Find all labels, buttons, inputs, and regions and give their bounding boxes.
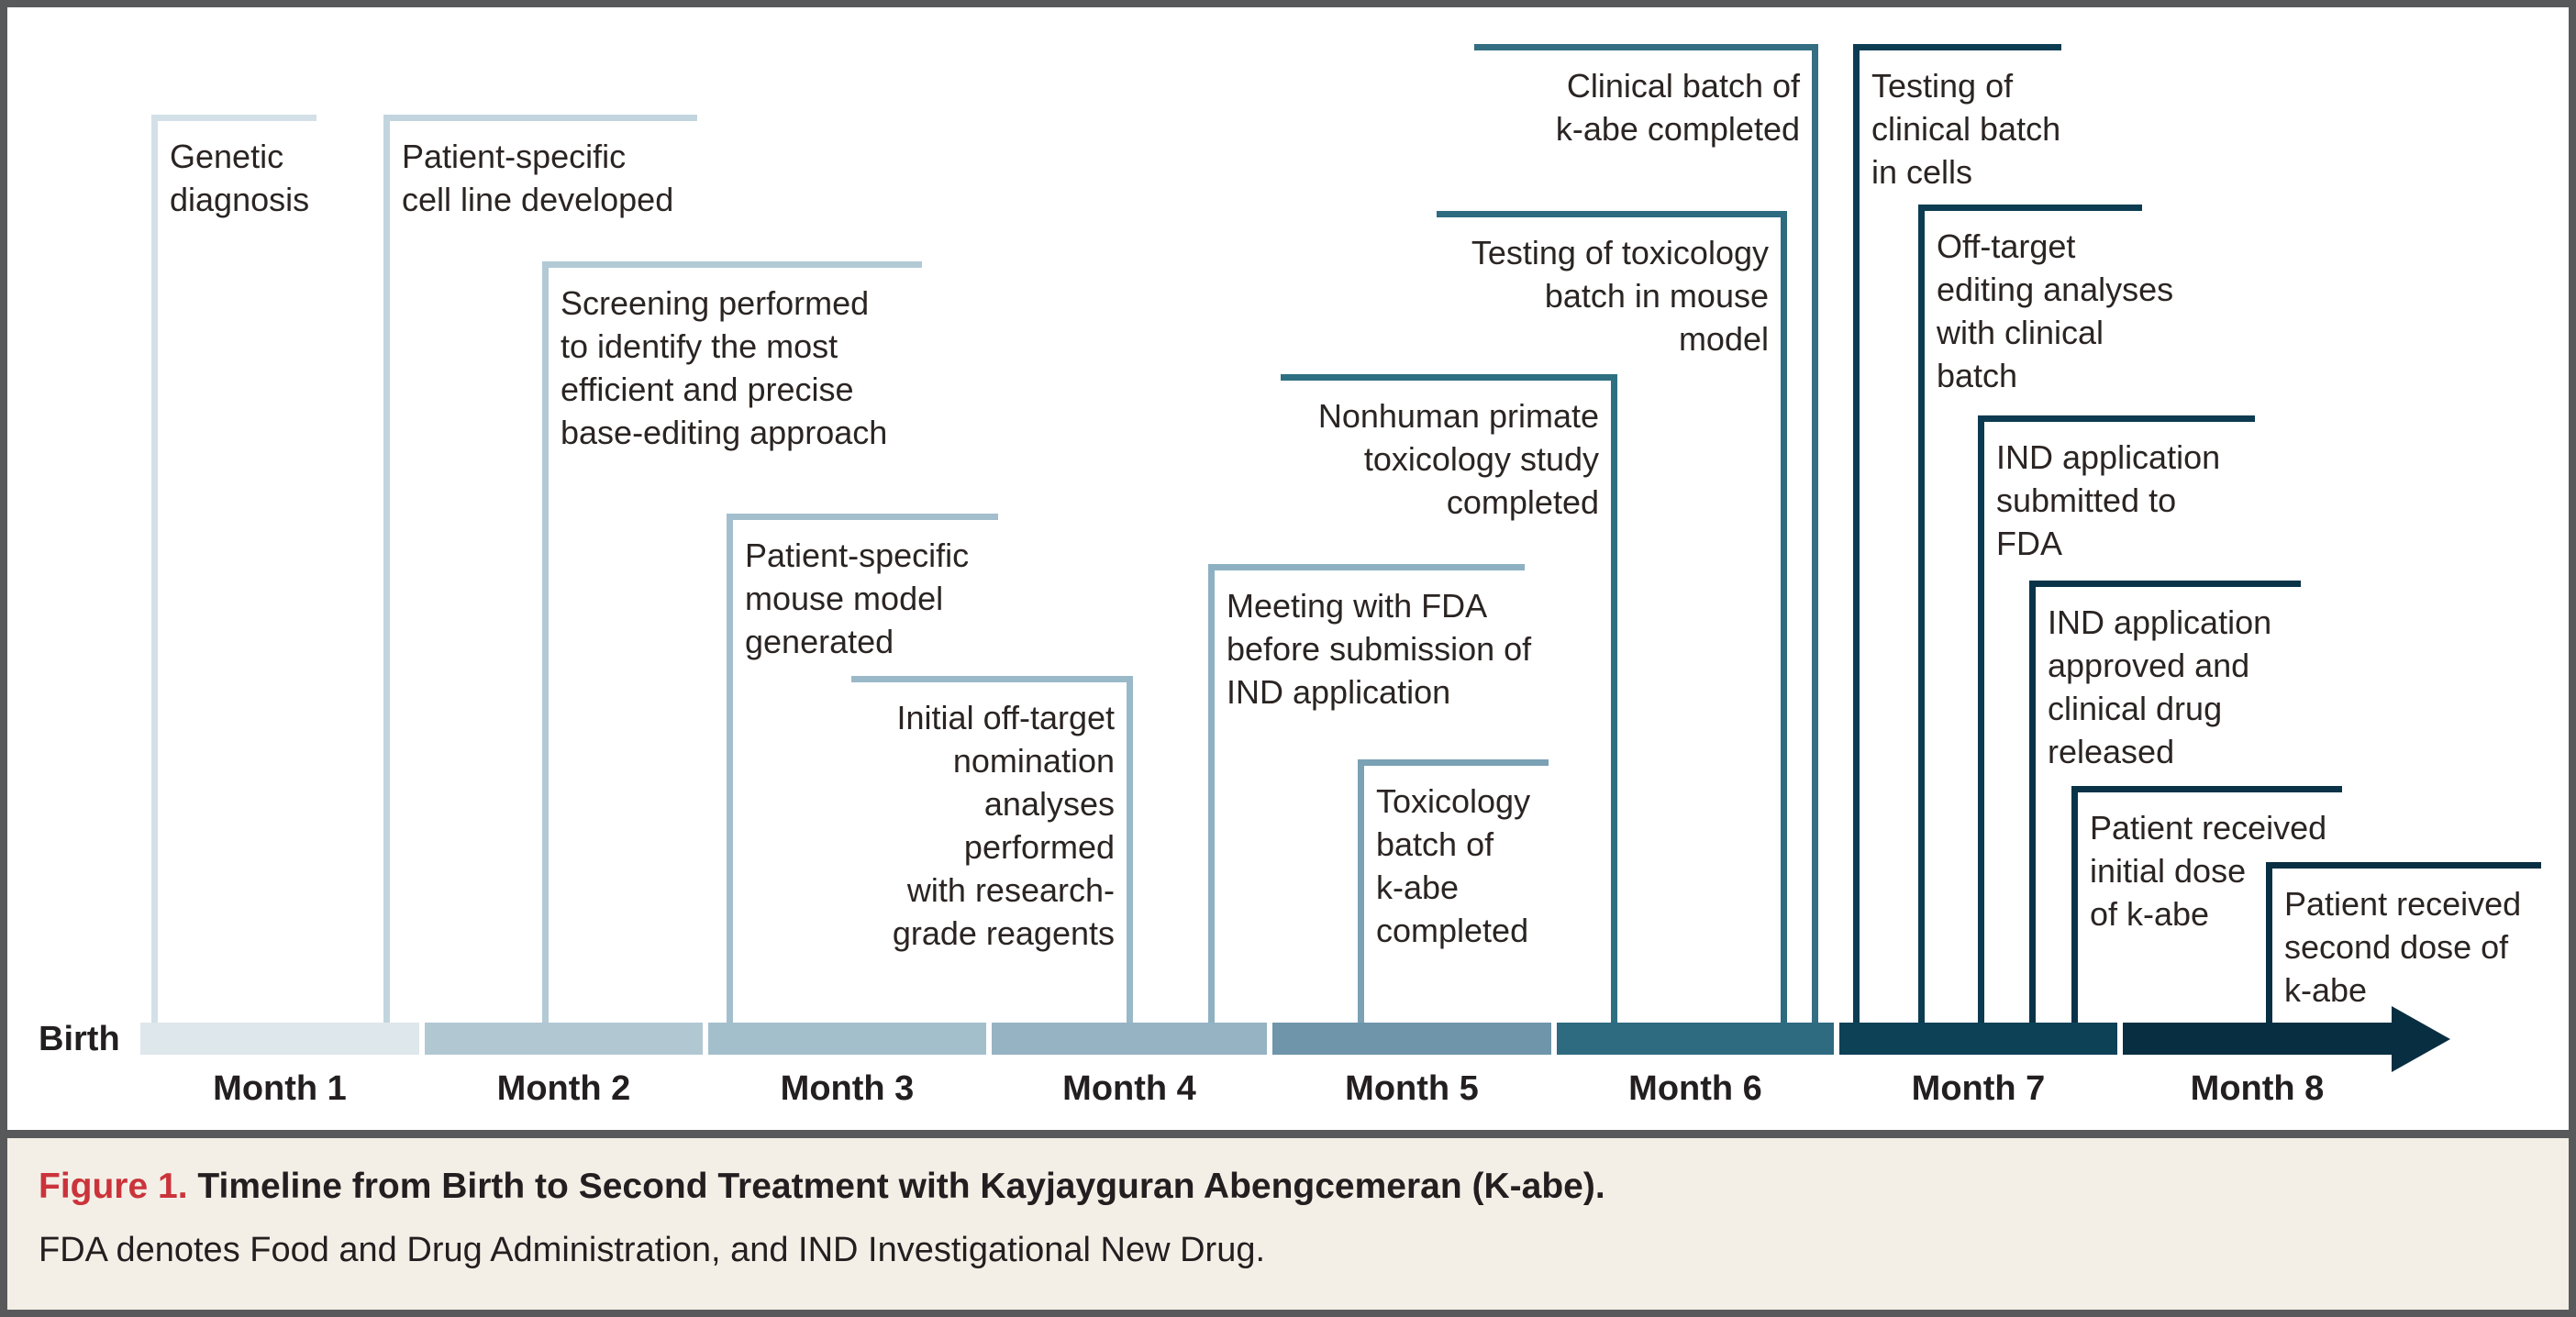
- event-bracket-hline-mouse-model-generated: [727, 514, 998, 520]
- month-segment-3: [708, 1023, 986, 1055]
- month-label-1: Month 1: [213, 1069, 347, 1108]
- event-label-fda-meeting: Meeting with FDA before submission of IN…: [1227, 587, 1532, 711]
- event-label-second-dose: Patient received second dose of k-abe: [2284, 885, 2522, 1009]
- month-segment-2: [425, 1023, 703, 1055]
- month-segment-1: [140, 1023, 419, 1055]
- event-bracket-vline-toxicology-batch-completed: [1358, 759, 1364, 1023]
- event-bracket-hline-ind-submitted: [1978, 415, 2255, 422]
- event-bracket-hline-genetic-diagnosis: [151, 115, 316, 121]
- event-bracket-vline-off-target-editing-analyses: [1918, 205, 1925, 1023]
- event-label-clinical-batch-cell-testing: Testing of clinical batch in cells: [1871, 67, 2061, 191]
- month-segment-8: [2123, 1023, 2392, 1055]
- event-bracket-hline-toxicology-batch-completed: [1358, 759, 1549, 766]
- event-bracket-vline-ind-submitted: [1978, 415, 1984, 1023]
- caption-title: Figure 1. Timeline from Birth to Second …: [39, 1167, 1605, 1207]
- event-bracket-hline-fda-meeting: [1208, 564, 1525, 570]
- event-bracket-vline-genetic-diagnosis: [151, 115, 158, 1023]
- event-label-ind-submitted: IND application submitted to FDA: [1996, 438, 2221, 562]
- month-label-2: Month 2: [496, 1069, 631, 1108]
- event-bracket-vline-mouse-model-generated: [727, 514, 733, 1023]
- caption-separator: [0, 1130, 2576, 1138]
- event-label-clinical-batch-completed: Clinical batch of k-abe completed: [1555, 67, 1800, 148]
- caption-title-text: Timeline from Birth to Second Treatment …: [187, 1167, 1605, 1206]
- month-label-8: Month 8: [2190, 1069, 2325, 1108]
- event-label-ind-approved: IND application approved and clinical dr…: [2048, 603, 2272, 770]
- event-label-cell-line-developed: Patient-specific cell line developed: [402, 138, 674, 218]
- event-bracket-hline-clinical-batch-cell-testing: [1853, 44, 2061, 50]
- event-bracket-vline-screening-base-editing: [542, 261, 549, 1023]
- event-bracket-vline-fda-meeting: [1208, 564, 1215, 1023]
- event-bracket-vline-second-dose: [2266, 862, 2272, 1023]
- event-bracket-vline-ind-approved: [2029, 581, 2036, 1023]
- caption-area: Figure 1. Timeline from Birth to Second …: [0, 1138, 2576, 1317]
- caption-note: FDA denotes Food and Drug Administration…: [39, 1231, 1266, 1269]
- event-bracket-hline-toxicology-batch-mouse-test: [1437, 211, 1787, 217]
- birth-label: Birth: [39, 1020, 120, 1058]
- event-label-toxicology-batch-completed: Toxicology batch of k-abe completed: [1376, 782, 1531, 949]
- month-label-3: Month 3: [780, 1069, 915, 1108]
- event-bracket-vline-cell-line-developed: [383, 115, 390, 1023]
- event-bracket-hline-clinical-batch-completed: [1474, 44, 1818, 50]
- event-bracket-hline-primate-toxicology-completed: [1281, 374, 1617, 381]
- event-bracket-hline-cell-line-developed: [383, 115, 697, 121]
- event-label-toxicology-batch-mouse-test: Testing of toxicology batch in mouse mod…: [1471, 234, 1769, 358]
- event-bracket-vline-clinical-batch-cell-testing: [1853, 44, 1860, 1023]
- month-label-6: Month 6: [1628, 1069, 1762, 1108]
- event-label-initial-off-target-analyses: Initial off-target nomination analyses p…: [892, 699, 1115, 952]
- month-label-5: Month 5: [1345, 1069, 1479, 1108]
- event-bracket-vline-initial-off-target-analyses: [1127, 676, 1133, 1023]
- event-bracket-vline-initial-dose: [2071, 786, 2078, 1023]
- month-segment-6: [1557, 1023, 1834, 1055]
- event-label-screening-base-editing: Screening performed to identify the most…: [561, 284, 888, 451]
- month-label-7: Month 7: [1911, 1069, 2046, 1108]
- event-label-primate-toxicology-completed: Nonhuman primate toxicology study comple…: [1317, 397, 1599, 521]
- timeline-arrowhead-icon: [2392, 1006, 2450, 1072]
- event-bracket-hline-screening-base-editing: [542, 261, 922, 268]
- caption-figure-label: Figure 1.: [39, 1167, 188, 1206]
- event-bracket-vline-toxicology-batch-mouse-test: [1781, 211, 1787, 1023]
- month-segment-7: [1839, 1023, 2117, 1055]
- month-label-4: Month 4: [1062, 1069, 1196, 1108]
- event-label-initial-dose: Patient received initial dose of k-abe: [2090, 809, 2327, 933]
- event-bracket-hline-second-dose: [2266, 862, 2541, 869]
- event-label-mouse-model-generated: Patient-specific mouse model generated: [745, 537, 970, 660]
- event-label-off-target-editing-analyses: Off-target editing analyses with clinica…: [1937, 227, 2174, 394]
- event-bracket-vline-clinical-batch-completed: [1812, 44, 1818, 1023]
- event-bracket-hline-initial-dose: [2071, 786, 2342, 792]
- event-label-genetic-diagnosis: Genetic diagnosis: [170, 138, 310, 218]
- month-segment-4: [992, 1023, 1267, 1055]
- month-segment-5: [1272, 1023, 1551, 1055]
- event-bracket-vline-primate-toxicology-completed: [1611, 374, 1617, 1023]
- event-bracket-hline-off-target-editing-analyses: [1918, 205, 2142, 211]
- event-bracket-hline-initial-off-target-analyses: [851, 676, 1133, 682]
- event-bracket-hline-ind-approved: [2029, 581, 2301, 587]
